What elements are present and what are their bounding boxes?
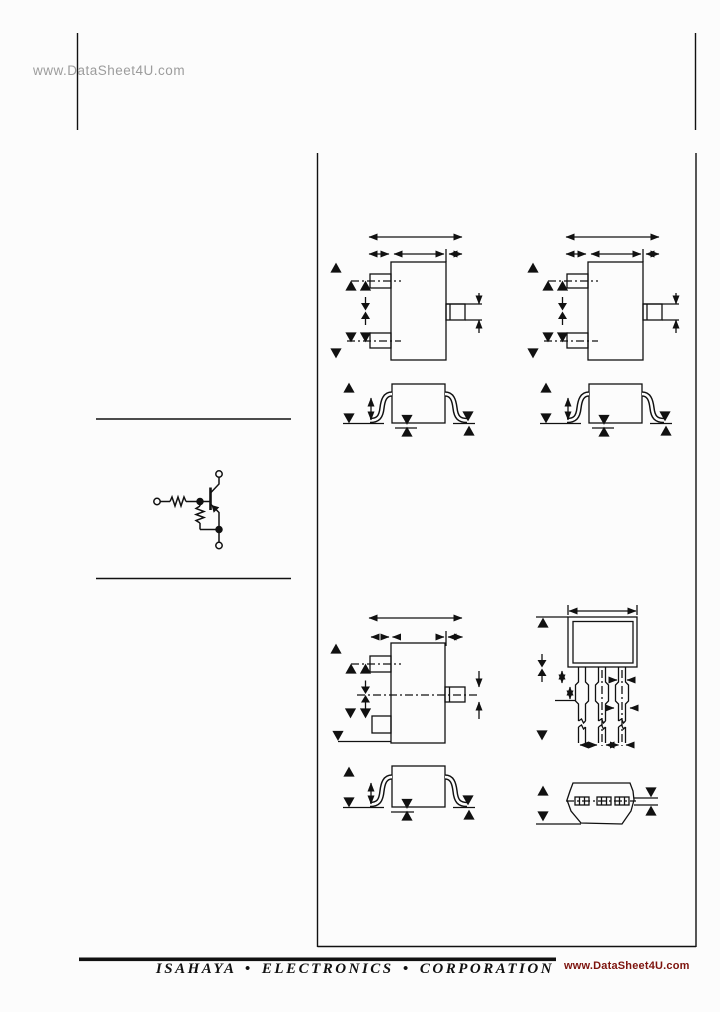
transistor-circuit-diagram [153, 470, 223, 550]
package-outline-figure-1 [332, 237, 483, 436]
package-outline-figure-3 [330, 614, 483, 821]
package-outline-figure-2 [529, 237, 680, 436]
datasheet4u-watermark-bottom: www.DataSheet4U.com [564, 960, 690, 972]
package-outline-figure-4-bottom-view [536, 782, 658, 825]
datasheet4u-watermark-top: www.DataSheet4U.com [33, 63, 186, 78]
package-outline-figure-4 [536, 605, 639, 749]
company-name-footer: ISAHAYA • ELECTRONICS • CORPORATION [155, 961, 555, 977]
lead-outlines [574, 667, 630, 743]
page-border-lines [76, 33, 697, 962]
